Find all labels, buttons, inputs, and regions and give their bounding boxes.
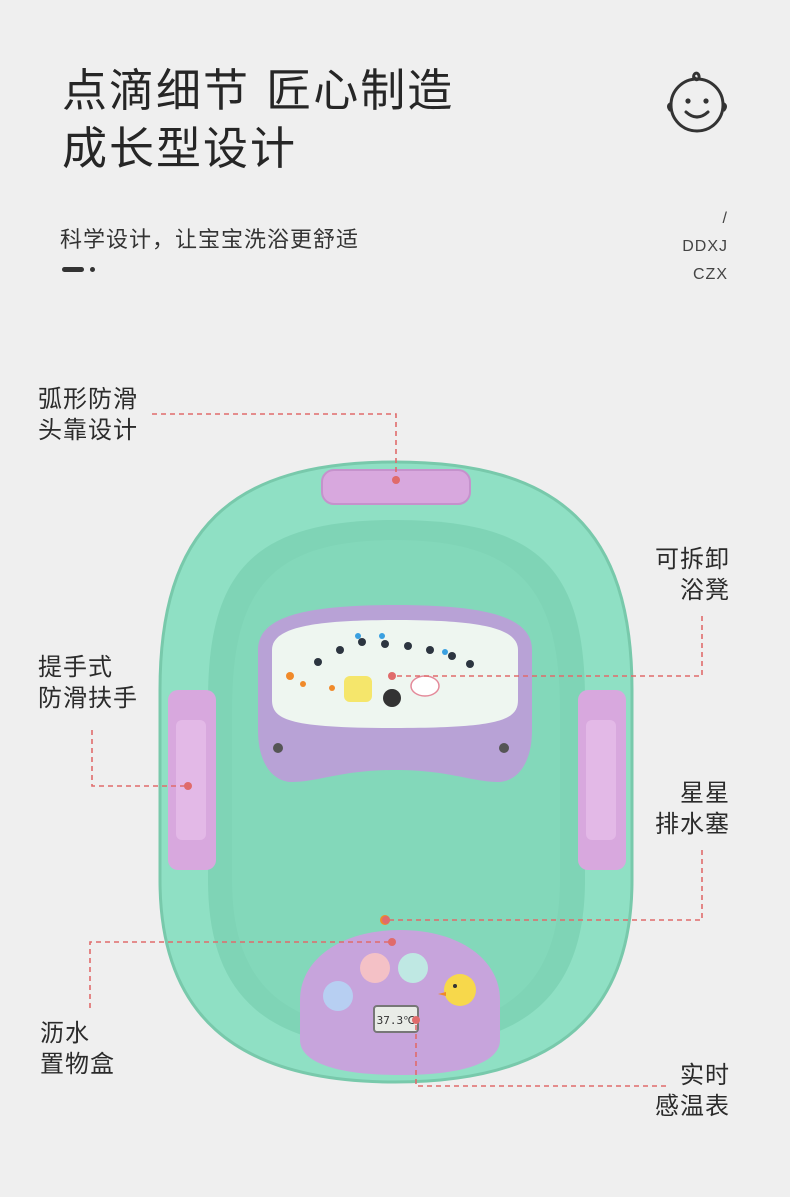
callout-thermometer: 实时 感温表: [655, 1061, 730, 1120]
decorative-dash: [62, 267, 96, 273]
callout-line-headrest: [152, 413, 397, 480]
callout-seat: 可拆卸 浴凳: [655, 545, 730, 604]
side-code-line-1: DDXJ: [682, 238, 728, 255]
subtitle: 科学设计，让宝宝洗浴更舒适: [60, 228, 360, 253]
callout-headrest: 弧形防滑 头靠设计: [38, 385, 138, 444]
callout-line-drain: [386, 850, 703, 921]
callout-handle: 提手式 防滑扶手: [38, 653, 138, 712]
callout-line-seat: [392, 616, 703, 677]
callout-line-handle: [91, 730, 186, 787]
callout-line-tray: [89, 941, 390, 1008]
callout-line-thermometer: [415, 1020, 666, 1087]
draining-tray: [300, 930, 500, 1075]
side-code: / DDXJ CZX: [682, 205, 728, 289]
side-code-line-2: CZX: [693, 266, 728, 283]
headline-line-2: 成长型设计: [62, 122, 298, 175]
headline-line-1: 点滴细节 匠心制造: [62, 64, 455, 117]
headline: 点滴细节 匠心制造 成长型设计: [62, 62, 454, 178]
callout-drain: 星星 排水塞: [655, 779, 730, 838]
thermometer-reading: 37.3℃: [377, 1014, 416, 1027]
headrest-pad: [321, 469, 471, 505]
baby-face-icon: [667, 71, 727, 133]
callout-tray: 沥水 置物盒: [40, 1019, 115, 1078]
side-code-slash: /: [722, 210, 728, 227]
